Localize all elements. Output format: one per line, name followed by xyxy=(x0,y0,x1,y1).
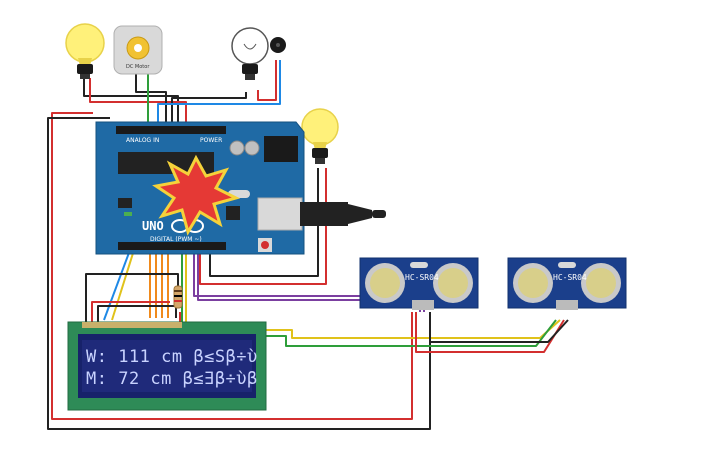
usb-cable[interactable] xyxy=(257,197,386,231)
usb-cable-icon xyxy=(257,197,303,231)
sensor-1-model: HC-SR04 xyxy=(405,273,439,282)
digital-label: DIGITAL (PWM ~) xyxy=(150,236,202,243)
header-top xyxy=(116,126,226,134)
lightbulb-icon xyxy=(301,108,339,146)
resistor[interactable] xyxy=(173,285,183,309)
wire-black-left-loop[interactable] xyxy=(47,117,431,430)
lcd-line-1: W: 111 cm β≤Sβ÷ὺ xyxy=(86,347,258,367)
lightbulb-3[interactable] xyxy=(301,108,339,164)
lightbulb-icon xyxy=(65,23,105,63)
motor-label: DC Motor xyxy=(126,64,150,70)
wire-black-sensor2[interactable] xyxy=(429,312,569,343)
wire-red-left-loop[interactable] xyxy=(51,112,413,420)
wire-yellow-lcd[interactable] xyxy=(111,249,135,321)
wire-black-lcd-rw[interactable] xyxy=(97,305,177,322)
wire-black-bulb1[interactable] xyxy=(83,78,179,128)
wire-black-bulb2[interactable] xyxy=(171,92,247,128)
power-label: POWER xyxy=(200,137,222,144)
ultrasonic-sensor-1[interactable]: HC-SR04 xyxy=(359,257,479,310)
lcd-line-2: M: 72 cm β≤∃β÷ὺβ xyxy=(86,369,258,389)
wire-black-lcd-gnd[interactable] xyxy=(85,273,179,322)
explosion xyxy=(152,154,241,236)
power-jack xyxy=(264,136,298,162)
lightbulb-2[interactable] xyxy=(231,27,269,80)
ultrasonic-sensor-2[interactable]: HC-SR04 xyxy=(507,257,627,310)
explosion-icon xyxy=(152,154,241,236)
wire-red-lcd-vcc[interactable] xyxy=(91,301,170,322)
wire-blue-lcd[interactable] xyxy=(103,249,131,321)
wire-red-buzzer[interactable] xyxy=(257,60,277,101)
sensor-2-model: HC-SR04 xyxy=(553,273,587,282)
buzzer[interactable] xyxy=(270,37,286,53)
lightbulb-1[interactable] xyxy=(65,23,105,79)
wire-black-motor[interactable] xyxy=(135,72,167,128)
lcd-display[interactable]: W: 111 cm β≤Sβ÷ὺ M: 72 cm β≤∃β÷ὺβ xyxy=(67,321,267,411)
wire-red-bulb1[interactable] xyxy=(89,78,187,128)
header-bottom xyxy=(118,242,226,250)
lightbulb-icon xyxy=(231,27,269,65)
board-logo: UNO xyxy=(142,219,164,233)
lcd-screen xyxy=(82,340,252,392)
motor[interactable]: DC Motor xyxy=(113,25,163,75)
lcd-header-pins xyxy=(82,322,182,328)
analog-label: ANALOG IN xyxy=(126,137,159,144)
wire-blue-buzzer[interactable] xyxy=(157,60,281,128)
